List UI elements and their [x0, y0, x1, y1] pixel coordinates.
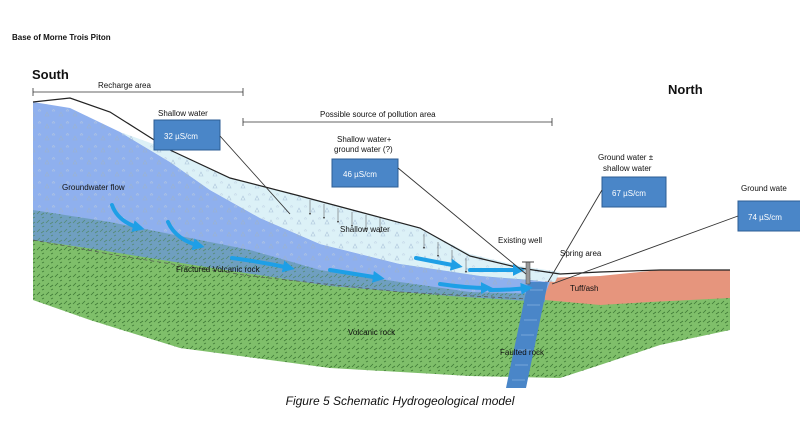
callout-2-leader — [397, 167, 527, 275]
callout-1-leader — [219, 135, 291, 215]
callout-4-leader — [551, 215, 739, 285]
tuff-ash-layer — [545, 270, 730, 305]
shallow-water-label: Shallow water — [340, 225, 390, 234]
spring-area-label: Spring area — [560, 249, 602, 258]
callout-2-title-line2: ground water (?) — [334, 145, 393, 154]
ground-surface-line — [32, 97, 730, 275]
callout-2-title-line1: Shallow water+ — [337, 135, 392, 144]
callout-1-value: 32 µS/cm — [164, 132, 198, 141]
recharge-area-label: Recharge area — [98, 81, 151, 90]
recharge-area-bracket — [32, 88, 244, 96]
callout-3-title-line1: Ground water ± — [598, 153, 654, 162]
pollution-area-label: Possible source of pollution area — [320, 110, 436, 119]
callout-3-leader — [547, 189, 603, 283]
header-text: Base of Morne Trois Piton — [12, 33, 111, 42]
tuff-ash-label: Tuff/ash — [570, 284, 598, 293]
callout-2-value: 46 µS/cm — [343, 170, 377, 179]
figure-caption: Figure 5 Schematic Hydrogeological model — [285, 394, 515, 408]
callout-2-box — [331, 158, 399, 188]
pollution-area-bracket — [242, 118, 553, 126]
callout-1-title: Shallow water — [158, 109, 208, 118]
fractured-rock-label: Fractured Volcanic rock — [176, 265, 261, 274]
faulted-rock-label: Faulted rock — [500, 348, 545, 357]
callout-4-box — [737, 200, 800, 232]
callout-3-value: 67 µS/cm — [612, 189, 646, 198]
callout-4-title: Ground wate — [741, 184, 787, 193]
existing-well — [525, 261, 531, 285]
existing-well-label: Existing well — [498, 236, 542, 245]
callout-3-title-line2: shallow water — [603, 164, 652, 173]
direction-north: North — [668, 82, 703, 97]
callout-4-value: 74 µS/cm — [748, 213, 782, 222]
callout-3-box — [601, 176, 667, 208]
groundwater-flow-label: Groundwater flow — [62, 183, 125, 192]
groundwater-flow-arrows — [110, 203, 533, 295]
callout-1-box — [153, 119, 221, 151]
direction-south: South — [32, 67, 69, 82]
volcanic-rock-label: Volcanic rock — [348, 328, 396, 337]
